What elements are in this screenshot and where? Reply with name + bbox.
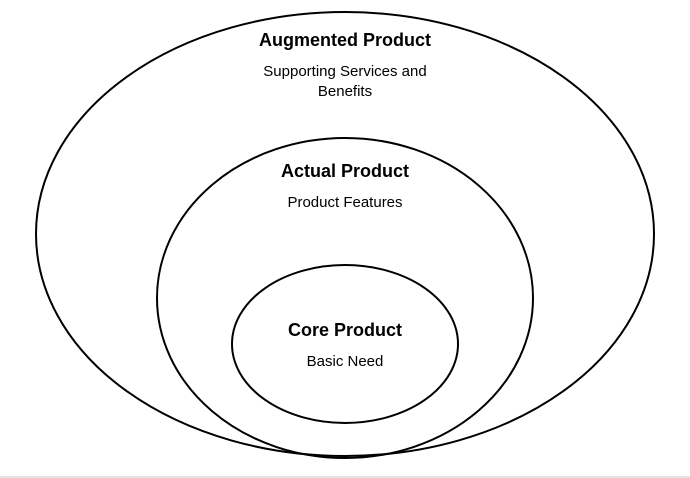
augmented-product-description: Supporting Services and Benefits	[195, 62, 495, 102]
core-product-description: Basic Need	[306, 353, 384, 370]
actual-product-description: Product Features	[287, 194, 403, 211]
augmented-product-title: Augmented Product	[258, 30, 431, 50]
actual-product-ring	[156, 137, 534, 459]
core-product-ring	[231, 264, 459, 424]
actual-product-title: Actual Product	[280, 161, 409, 181]
augmented-product-ring	[35, 11, 655, 457]
augmented-product-description-line-1: Supporting Services and	[263, 63, 427, 80]
augmented-product-description-line-2: Benefits	[317, 83, 373, 100]
core-product-title: Core Product	[287, 320, 402, 340]
